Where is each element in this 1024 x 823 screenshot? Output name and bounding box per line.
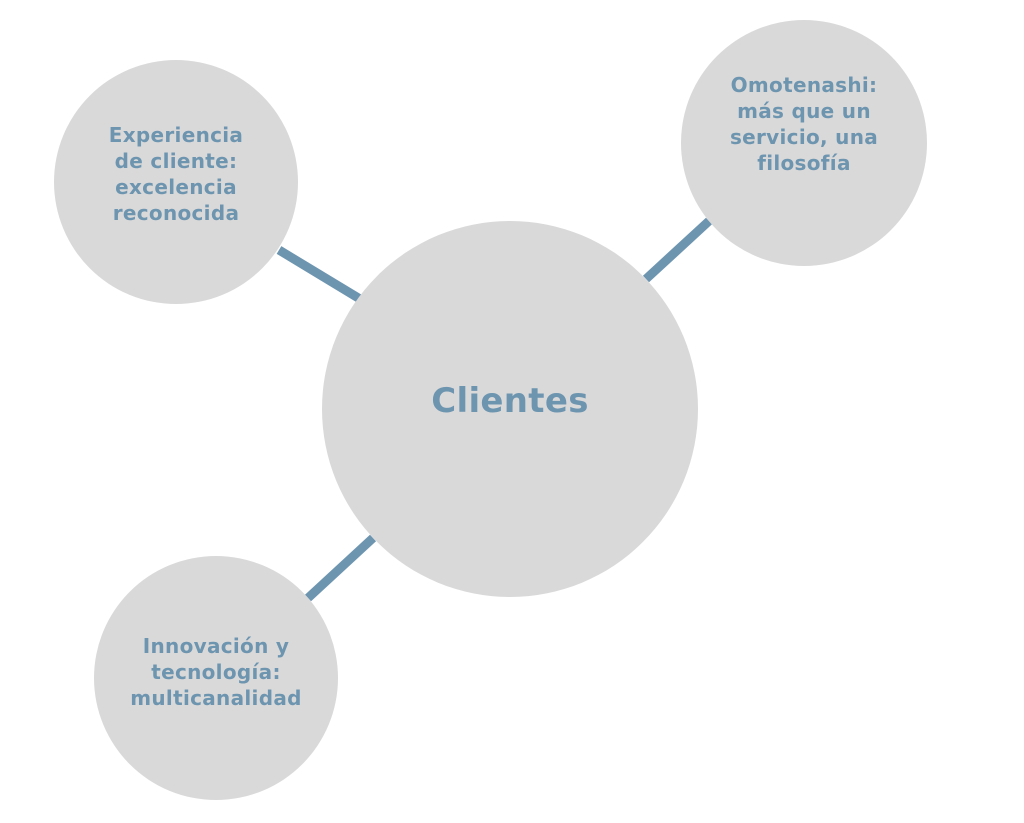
node-circle-bottom-left [94,556,338,800]
node-label-top-right: Omotenashi: más que un servicio, una fil… [682,20,926,266]
node-label-bottom-left: Innovación y tecnología: multicanalidad [94,556,338,800]
node-circle-top-left [54,60,298,304]
node-text-top-left: Experiencia de cliente: excelencia recon… [108,123,244,225]
connector-bottom-left [304,534,377,602]
connector-top-left [276,246,363,303]
node-text-bottom-left: Innovación y tecnología: multicanalidad [130,634,302,710]
center-node-text: Clientes [431,381,589,421]
connector-top-right [642,217,713,283]
node-text-top-right: Omotenashi: más que un servicio, una fil… [729,73,879,175]
center-node-circle [322,221,698,597]
node-label-top-left: Experiencia de cliente: excelencia recon… [54,60,298,304]
center-node-label: Clientes [322,221,698,597]
node-circle-top-right [681,20,927,266]
